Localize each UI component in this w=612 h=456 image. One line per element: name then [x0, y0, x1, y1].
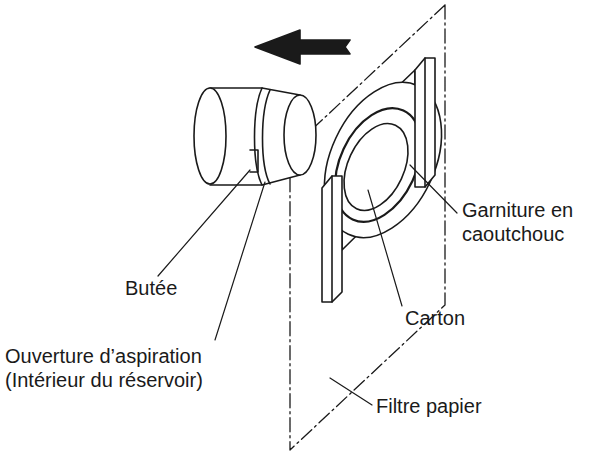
- part-label: Carton: [405, 306, 465, 330]
- part-label: Ouverture d’aspiration (Intérieur du rés…: [5, 344, 233, 392]
- part-label: Filtre papier: [376, 394, 482, 418]
- tab-left-edge: [331, 176, 333, 302]
- tube-mouth: [284, 95, 316, 175]
- stop-tab: [250, 150, 258, 172]
- leader-line: [158, 170, 250, 276]
- tab-right-edge: [424, 58, 426, 187]
- tube-rear: [194, 88, 226, 184]
- direction-arrow: [255, 30, 350, 64]
- tab-left: [322, 176, 342, 302]
- stop-ring-edge: [263, 90, 271, 184]
- part-label: Butée: [125, 276, 177, 300]
- leader-line: [368, 190, 402, 306]
- leader-line: [410, 165, 457, 213]
- seal-opening: [331, 113, 421, 220]
- tab-right: [415, 58, 435, 187]
- leader-line: [215, 182, 265, 340]
- part-label: Garniture en caoutchouc: [462, 198, 602, 246]
- leader-line: [330, 378, 372, 405]
